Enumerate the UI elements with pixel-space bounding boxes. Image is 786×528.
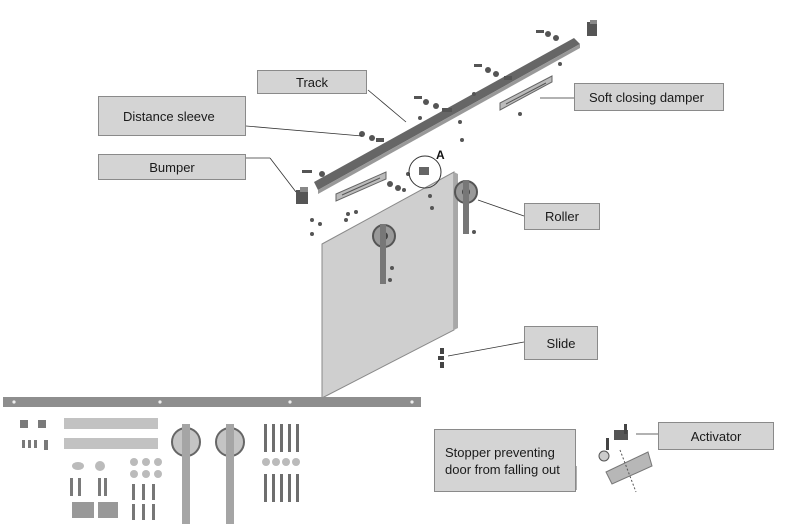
- label-slide-text: Slide: [546, 335, 576, 351]
- slide-part: [438, 348, 444, 368]
- label-soft-closing-damper-text: Soft closing damper: [589, 89, 704, 105]
- bumper-part: [296, 187, 308, 204]
- label-track: Track: [257, 70, 367, 94]
- label-track-text: Track: [295, 74, 329, 90]
- label-activator-text: Activator: [690, 428, 742, 444]
- roller-left: [372, 224, 396, 284]
- roller-right: [454, 180, 478, 234]
- track-rail: [314, 38, 580, 194]
- kit-hanger-left: [171, 424, 201, 524]
- label-bumper: Bumper: [98, 154, 246, 180]
- label-distance-sleeve: Distance sleeve: [98, 96, 246, 136]
- label-stopper-line2: door from falling out: [445, 461, 560, 477]
- kit-small-parts: [20, 418, 158, 518]
- kit-washers-bolts: [130, 458, 162, 520]
- track-hardware: [302, 30, 562, 192]
- soft-closing-damper-left: [335, 171, 387, 202]
- roller-bolts: [310, 194, 476, 282]
- label-bumper-text: Bumper: [149, 159, 195, 175]
- label-slide: Slide: [524, 326, 598, 360]
- label-roller: Roller: [524, 203, 600, 230]
- label-roller-text: Roller: [545, 209, 579, 224]
- door-edge: [454, 172, 458, 330]
- stopper-detail: [598, 424, 653, 493]
- label-distance-sleeve-text: Distance sleeve: [123, 108, 215, 124]
- label-soft-closing-damper: Soft closing damper: [574, 83, 724, 111]
- bumper-part-end: [587, 20, 597, 36]
- detail-circle-a: [408, 155, 442, 189]
- label-activator: Activator: [658, 422, 774, 450]
- label-stopper-line1: Stopper preventing: [445, 444, 555, 460]
- label-stopper: Stopper preventing door from falling out: [434, 429, 576, 492]
- soft-closing-damper-right: [499, 75, 553, 111]
- kit-long-screws: [262, 424, 300, 502]
- kit-hanger-right: [215, 424, 245, 524]
- door-panel: [321, 171, 455, 399]
- bottom-track: [3, 397, 421, 407]
- detail-marker-a: A: [436, 148, 445, 162]
